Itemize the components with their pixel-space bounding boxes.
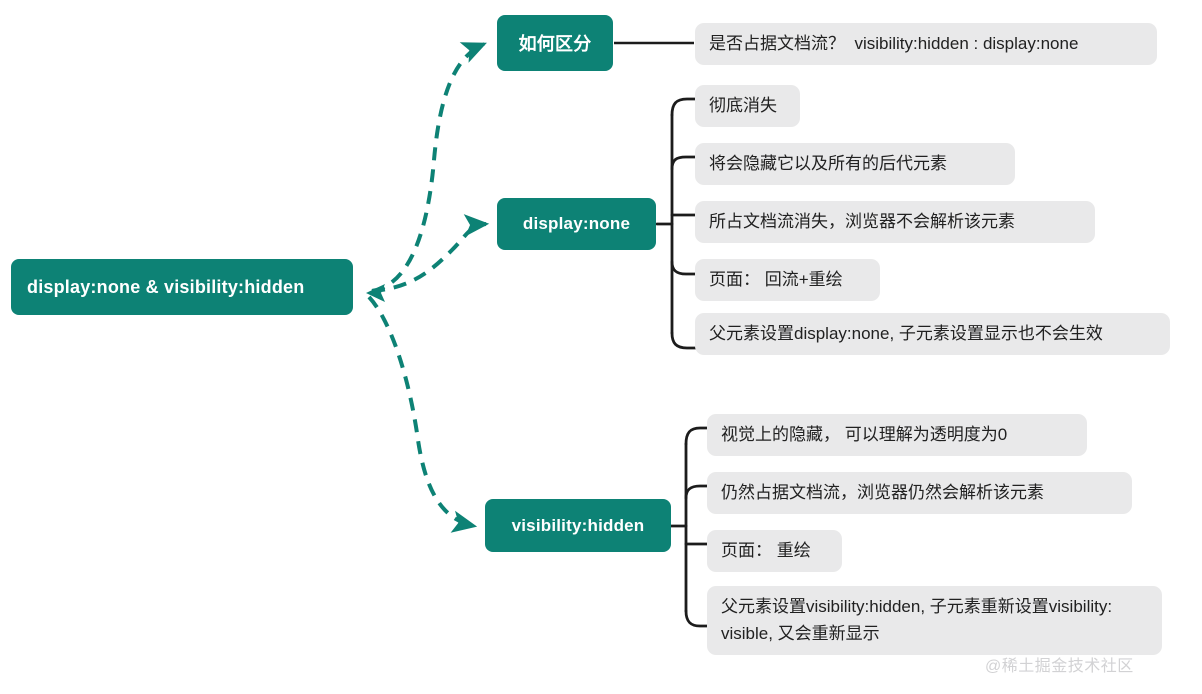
edge-root-to-display-none — [371, 214, 490, 293]
leaf-node-display-none-1[interactable]: 将会隐藏它以及所有的后代元素 — [695, 143, 1015, 185]
leaf-node-visibility-hidden-0[interactable]: 视觉上的隐藏， 可以理解为透明度为0 — [707, 414, 1087, 456]
branch-node-label: 如何区分 — [518, 34, 592, 54]
branch-node-label: display:none — [522, 214, 631, 233]
leaf-node-how-to-distinguish-0[interactable]: 是否占据文档流？ visibility:hidden : display:non… — [695, 23, 1157, 65]
leaf-node-visibility-hidden-1[interactable]: 仍然占据文档流，浏览器仍然会解析该元素 — [707, 472, 1132, 514]
edge-root-to-how-to-distinguish — [371, 42, 487, 293]
leaf-node-visibility-hidden-3[interactable]: 父元素设置visibility:hidden, 子元素重新设置visibilit… — [707, 586, 1162, 655]
branch-node-how-to-distinguish[interactable]: 如何区分 — [497, 15, 613, 71]
leaf-node-display-none-2[interactable]: 所占文档流消失，浏览器不会解析该元素 — [695, 201, 1095, 243]
leaf-node-display-none-4[interactable]: 父元素设置display:none, 子元素设置显示也不会生效 — [695, 313, 1170, 355]
edge-root-to-visibility-hidden — [367, 295, 478, 533]
root-node[interactable]: display:none & visibility:hidden — [11, 259, 353, 315]
branch-node-display-none[interactable]: display:none — [497, 198, 656, 250]
leaf-node-visibility-hidden-2[interactable]: 页面： 重绘 — [707, 530, 842, 572]
edge-arrowhead-into-root — [366, 284, 385, 302]
edge-bracket-display-none — [655, 97, 698, 350]
edge-bracket-visibility-hidden — [669, 426, 710, 628]
watermark: @稀土掘金技术社区 — [985, 658, 1134, 675]
branch-node-visibility-hidden[interactable]: visibility:hidden — [485, 499, 671, 552]
leaf-node-display-none-0[interactable]: 彻底消失 — [695, 85, 800, 127]
root-node-label: display:none & visibility:hidden — [27, 276, 305, 297]
leaf-node-display-none-3[interactable]: 页面： 回流+重绘 — [695, 259, 880, 301]
branch-node-label: visibility:hidden — [511, 515, 645, 535]
